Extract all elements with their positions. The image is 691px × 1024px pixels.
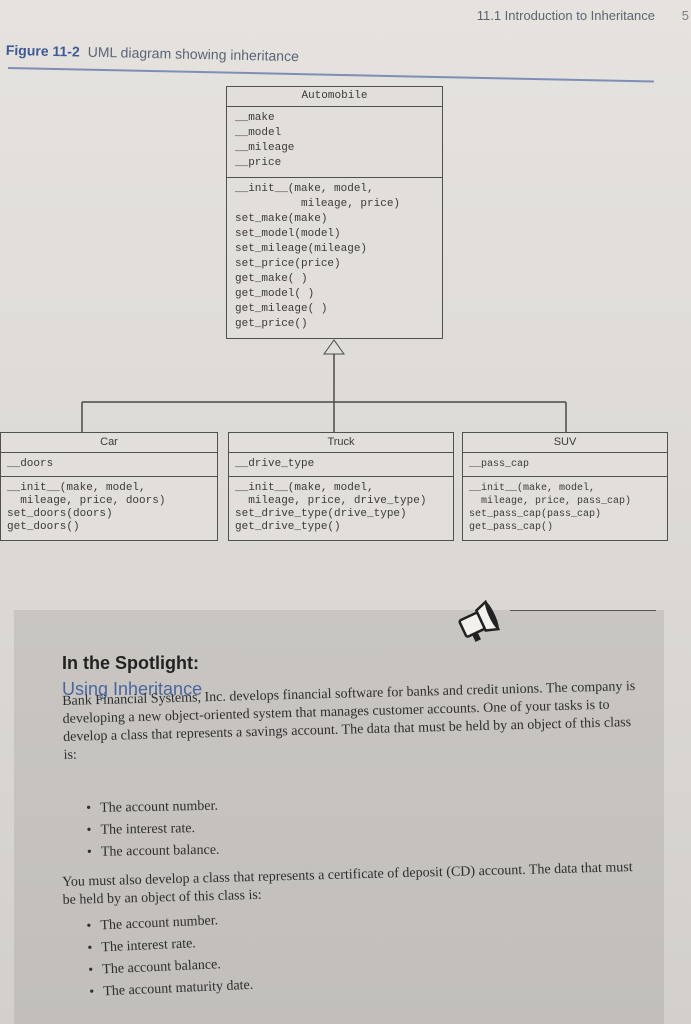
spotlight-rule [510,610,656,611]
class-name-truck: Truck [229,433,453,453]
automobile-attributes: __make __model __mileage __price [227,107,442,178]
attribute: __doors [7,458,54,470]
uml-class-automobile: Automobile __make __model __mileage __pr… [226,86,443,339]
method: __init__(make, model, [7,482,146,494]
page-number: 5 [681,8,689,23]
list-item: The account number. [86,796,219,820]
method: set_model(model) [235,228,341,240]
spotlight-icon [458,600,500,642]
truck-methods: __init__(make, model, mileage, price, dr… [229,477,453,540]
paragraph: Bank Financial Systems, Inc. develops fi… [62,678,636,763]
bullet-list: The account number. The interest rate. T… [86,796,220,864]
method: set_price(price) [235,258,341,270]
method: __init__(make, model, [235,482,374,494]
method: mileage, price, drive_type) [235,495,427,507]
method: get_make( ) [235,273,308,285]
attribute: __model [235,127,282,139]
method: get_mileage( ) [235,303,328,315]
bullet-list: The account number. The interest rate. T… [86,909,254,1004]
inheritance-triangle-icon [323,339,345,355]
list-item: The account balance. [87,840,220,864]
method: set_mileage(mileage) [235,243,368,255]
attribute: __pass_cap [469,459,530,470]
method: mileage, price, doors) [7,495,166,507]
uml-class-truck: Truck __drive_type __init__(make, model,… [228,432,454,541]
automobile-methods: __init__(make, model, mileage, price) se… [227,178,442,338]
method: get_pass_cap() [469,522,554,533]
class-name-suv: SUV [463,433,667,453]
spotlight-title: In the Spotlight: [62,653,199,673]
method: get_drive_type() [235,521,341,533]
class-name-automobile: Automobile [227,87,442,107]
attribute: __price [235,157,282,169]
method: get_doors() [7,521,80,533]
attribute: __make [235,112,275,124]
method: mileage, price) [235,198,401,210]
spotlight-subtitle: Using Inheritance [62,679,203,699]
truck-attributes: __drive_type [229,453,453,477]
method: set_doors(doors) [7,508,113,520]
inheritance-arrows [81,339,567,432]
method: __init__(make, model, [469,483,596,494]
suv-methods: __init__(make, model, mileage, price, pa… [463,477,667,540]
car-attributes: __doors [1,453,217,477]
car-methods: __init__(make, model, mileage, price, do… [1,477,217,540]
attribute: __mileage [235,142,295,154]
method: __init__(make, model, [235,183,374,195]
uml-class-car: Car __doors __init__(make, model, mileag… [0,432,218,541]
running-head: 11.1 Introduction to Inheritance [476,8,655,23]
method: set_drive_type(drive_type) [235,508,407,520]
attribute: __drive_type [235,458,315,470]
method: get_model( ) [235,288,315,300]
method: set_make(make) [235,213,328,225]
class-name-car: Car [1,433,217,453]
method: get_price() [235,318,308,330]
list-item: The interest rate. [86,818,219,842]
suv-attributes: __pass_cap [463,453,667,477]
method: set_pass_cap(pass_cap) [469,509,602,520]
method: mileage, price, pass_cap) [469,496,632,507]
uml-class-suv: SUV __pass_cap __init__(make, model, mil… [462,432,668,541]
